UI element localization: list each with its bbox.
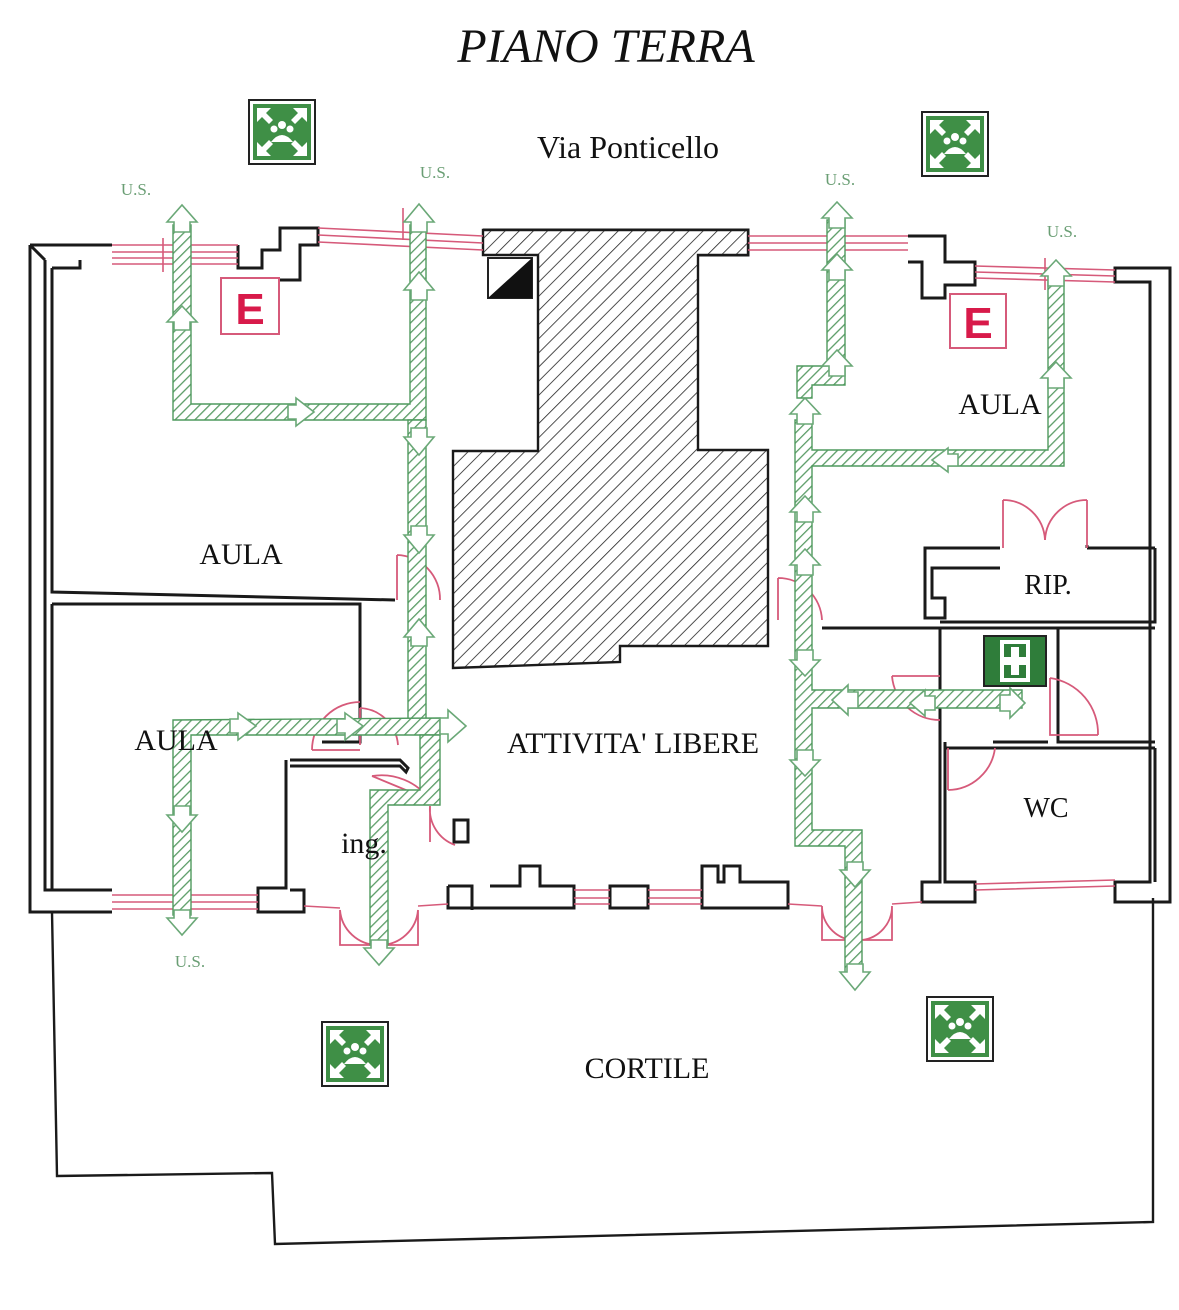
- assembly-point-icon: [248, 99, 316, 165]
- room-label-aula: AULA: [958, 388, 1042, 421]
- exit-label: U.S.: [1047, 222, 1077, 241]
- room-label-attivita-libere: ATTIVITA' LIBERE: [507, 727, 759, 760]
- exit-label: U.S.: [420, 163, 450, 182]
- exit-label: U.S.: [175, 952, 205, 971]
- exit-label: U.S.: [825, 170, 855, 189]
- first-aid-icon: [983, 635, 1047, 687]
- plan-title: PIANO TERRA: [456, 20, 755, 73]
- room-label-ingresso: ing.: [341, 827, 387, 860]
- street-name: Via Ponticello: [537, 129, 719, 165]
- extinguisher-label: E: [963, 299, 992, 348]
- assembly-point-icon: [921, 111, 989, 177]
- room-label-cortile: CORTILE: [585, 1052, 710, 1085]
- doors: [311, 499, 1099, 946]
- route-arrows: [165, 200, 1073, 992]
- extinguisher-icon: E: [949, 293, 1007, 349]
- room-label-ripostiglio: RIP.: [1024, 570, 1071, 601]
- room-label-aula: AULA: [199, 538, 283, 571]
- cortile-outline: [50, 898, 1155, 1246]
- stair-icon: [488, 258, 532, 298]
- room-label-wc: WC: [1023, 793, 1068, 824]
- room-label-aula: AULA: [134, 724, 218, 757]
- extinguisher-label: E: [235, 285, 264, 334]
- central-core: [451, 228, 770, 670]
- extinguisher-icon: E: [220, 277, 280, 335]
- exit-label: U.S.: [121, 180, 151, 199]
- assembly-point-icon: [926, 996, 994, 1062]
- assembly-point-icon: [321, 1021, 389, 1087]
